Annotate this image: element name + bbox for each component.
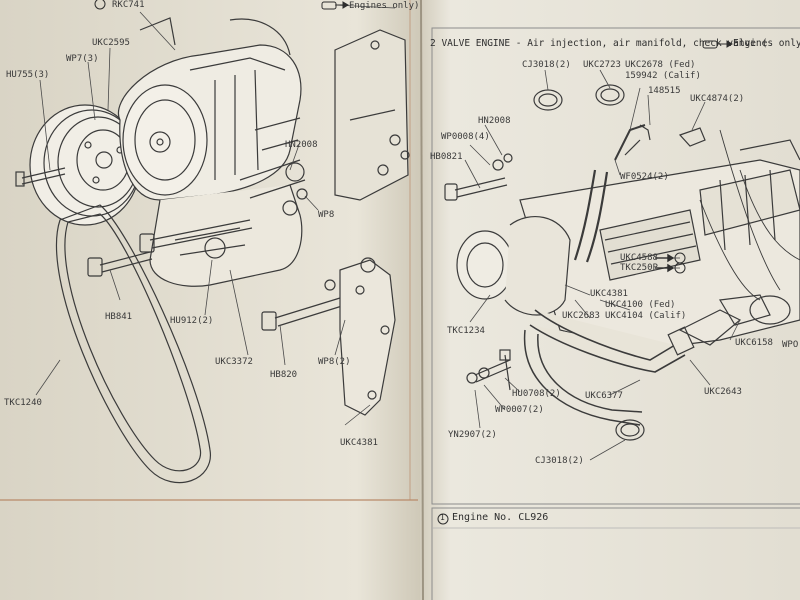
part-label-wp8: WP8	[318, 210, 335, 220]
part-label-wpo-cut: WPO	[782, 340, 799, 350]
footnote-marker: 1	[440, 513, 445, 522]
air-pump-assembly	[15, 17, 410, 484]
part-label-hn2008-right: HN2008	[478, 116, 511, 126]
right-page-heading: 2 VALVE ENGINE - Air injection, air mani…	[430, 38, 768, 49]
footnote-text: Engine No. CL926	[452, 512, 549, 523]
part-label-hb0821: HB0821	[430, 152, 463, 162]
part-label-ukc4874: UKC4874(2)	[690, 94, 745, 104]
engine-air-injection-assembly	[444, 84, 800, 441]
gutter	[420, 0, 424, 600]
part-label-ukc4104: UKC4104 (Calif)	[605, 311, 687, 321]
engine-scope-icon	[321, 1, 733, 49]
part-label-ukc4381-left: UKC4381	[340, 438, 378, 448]
part-label-tkc1240: TKC1240	[4, 398, 42, 408]
part-label-148515: 148515	[648, 86, 681, 96]
part-label-hu0708: HU0708(2)	[512, 389, 561, 399]
part-label-wf0524: WF0524(2)	[620, 172, 669, 182]
part-label-yn2907: YN2907(2)	[448, 430, 497, 440]
left-top-note: Engines only)	[349, 1, 420, 11]
right-diagram-frame	[431, 27, 800, 505]
part-label-wp0008: WP0008(4)	[441, 132, 490, 142]
part-label-hb841: HB841	[105, 312, 133, 322]
part-label-wp7: WP7(3)	[66, 54, 99, 64]
part-label-ukc2723: UKC2723	[583, 60, 621, 70]
part-label-ukc2643: UKC2643	[704, 387, 742, 397]
part-label-ukc2683: UKC2683	[562, 311, 600, 321]
part-label-tkc1234: TKC1234	[447, 326, 485, 336]
part-label-rkc741: RKC741	[112, 0, 145, 10]
part-label-tkc250p: TKC250P	[620, 263, 658, 273]
part-label-cj3018-top: CJ3018(2)	[522, 60, 571, 70]
part-label-hb820: HB820	[270, 370, 298, 380]
footnote-marker-circle	[437, 513, 449, 525]
part-label-hu912: HU912(2)	[170, 316, 214, 326]
part-label-ukc2595: UKC2595	[92, 38, 130, 48]
part-label-ukc6377: UKC6377	[585, 391, 623, 401]
part-label-ukc4100: UKC4100 (Fed)	[605, 300, 676, 310]
part-label-cj3018-bottom: CJ3018(2)	[535, 456, 584, 466]
part-label-wp8-2: WP8(2)	[318, 357, 351, 367]
part-label-hn2008-left: HN2008	[285, 140, 318, 150]
part-label-ukc4381-right: UKC4381	[590, 289, 628, 299]
part-label-ukc6158: UKC6158	[735, 338, 773, 348]
part-label-ukc2678: UKC2678 (Fed)	[625, 60, 696, 70]
part-label-wp0007: WP0007(2)	[495, 405, 544, 415]
part-label-hu755: HU755(3)	[6, 70, 50, 80]
part-label-ukc4588: UKC4588	[620, 253, 658, 263]
footnote-box	[431, 507, 800, 600]
part-label-ukc3372: UKC3372	[215, 357, 253, 367]
part-label-159942: 159942 (Calif)	[625, 71, 701, 81]
right-page-heading-tail: Engines only)	[733, 38, 800, 49]
